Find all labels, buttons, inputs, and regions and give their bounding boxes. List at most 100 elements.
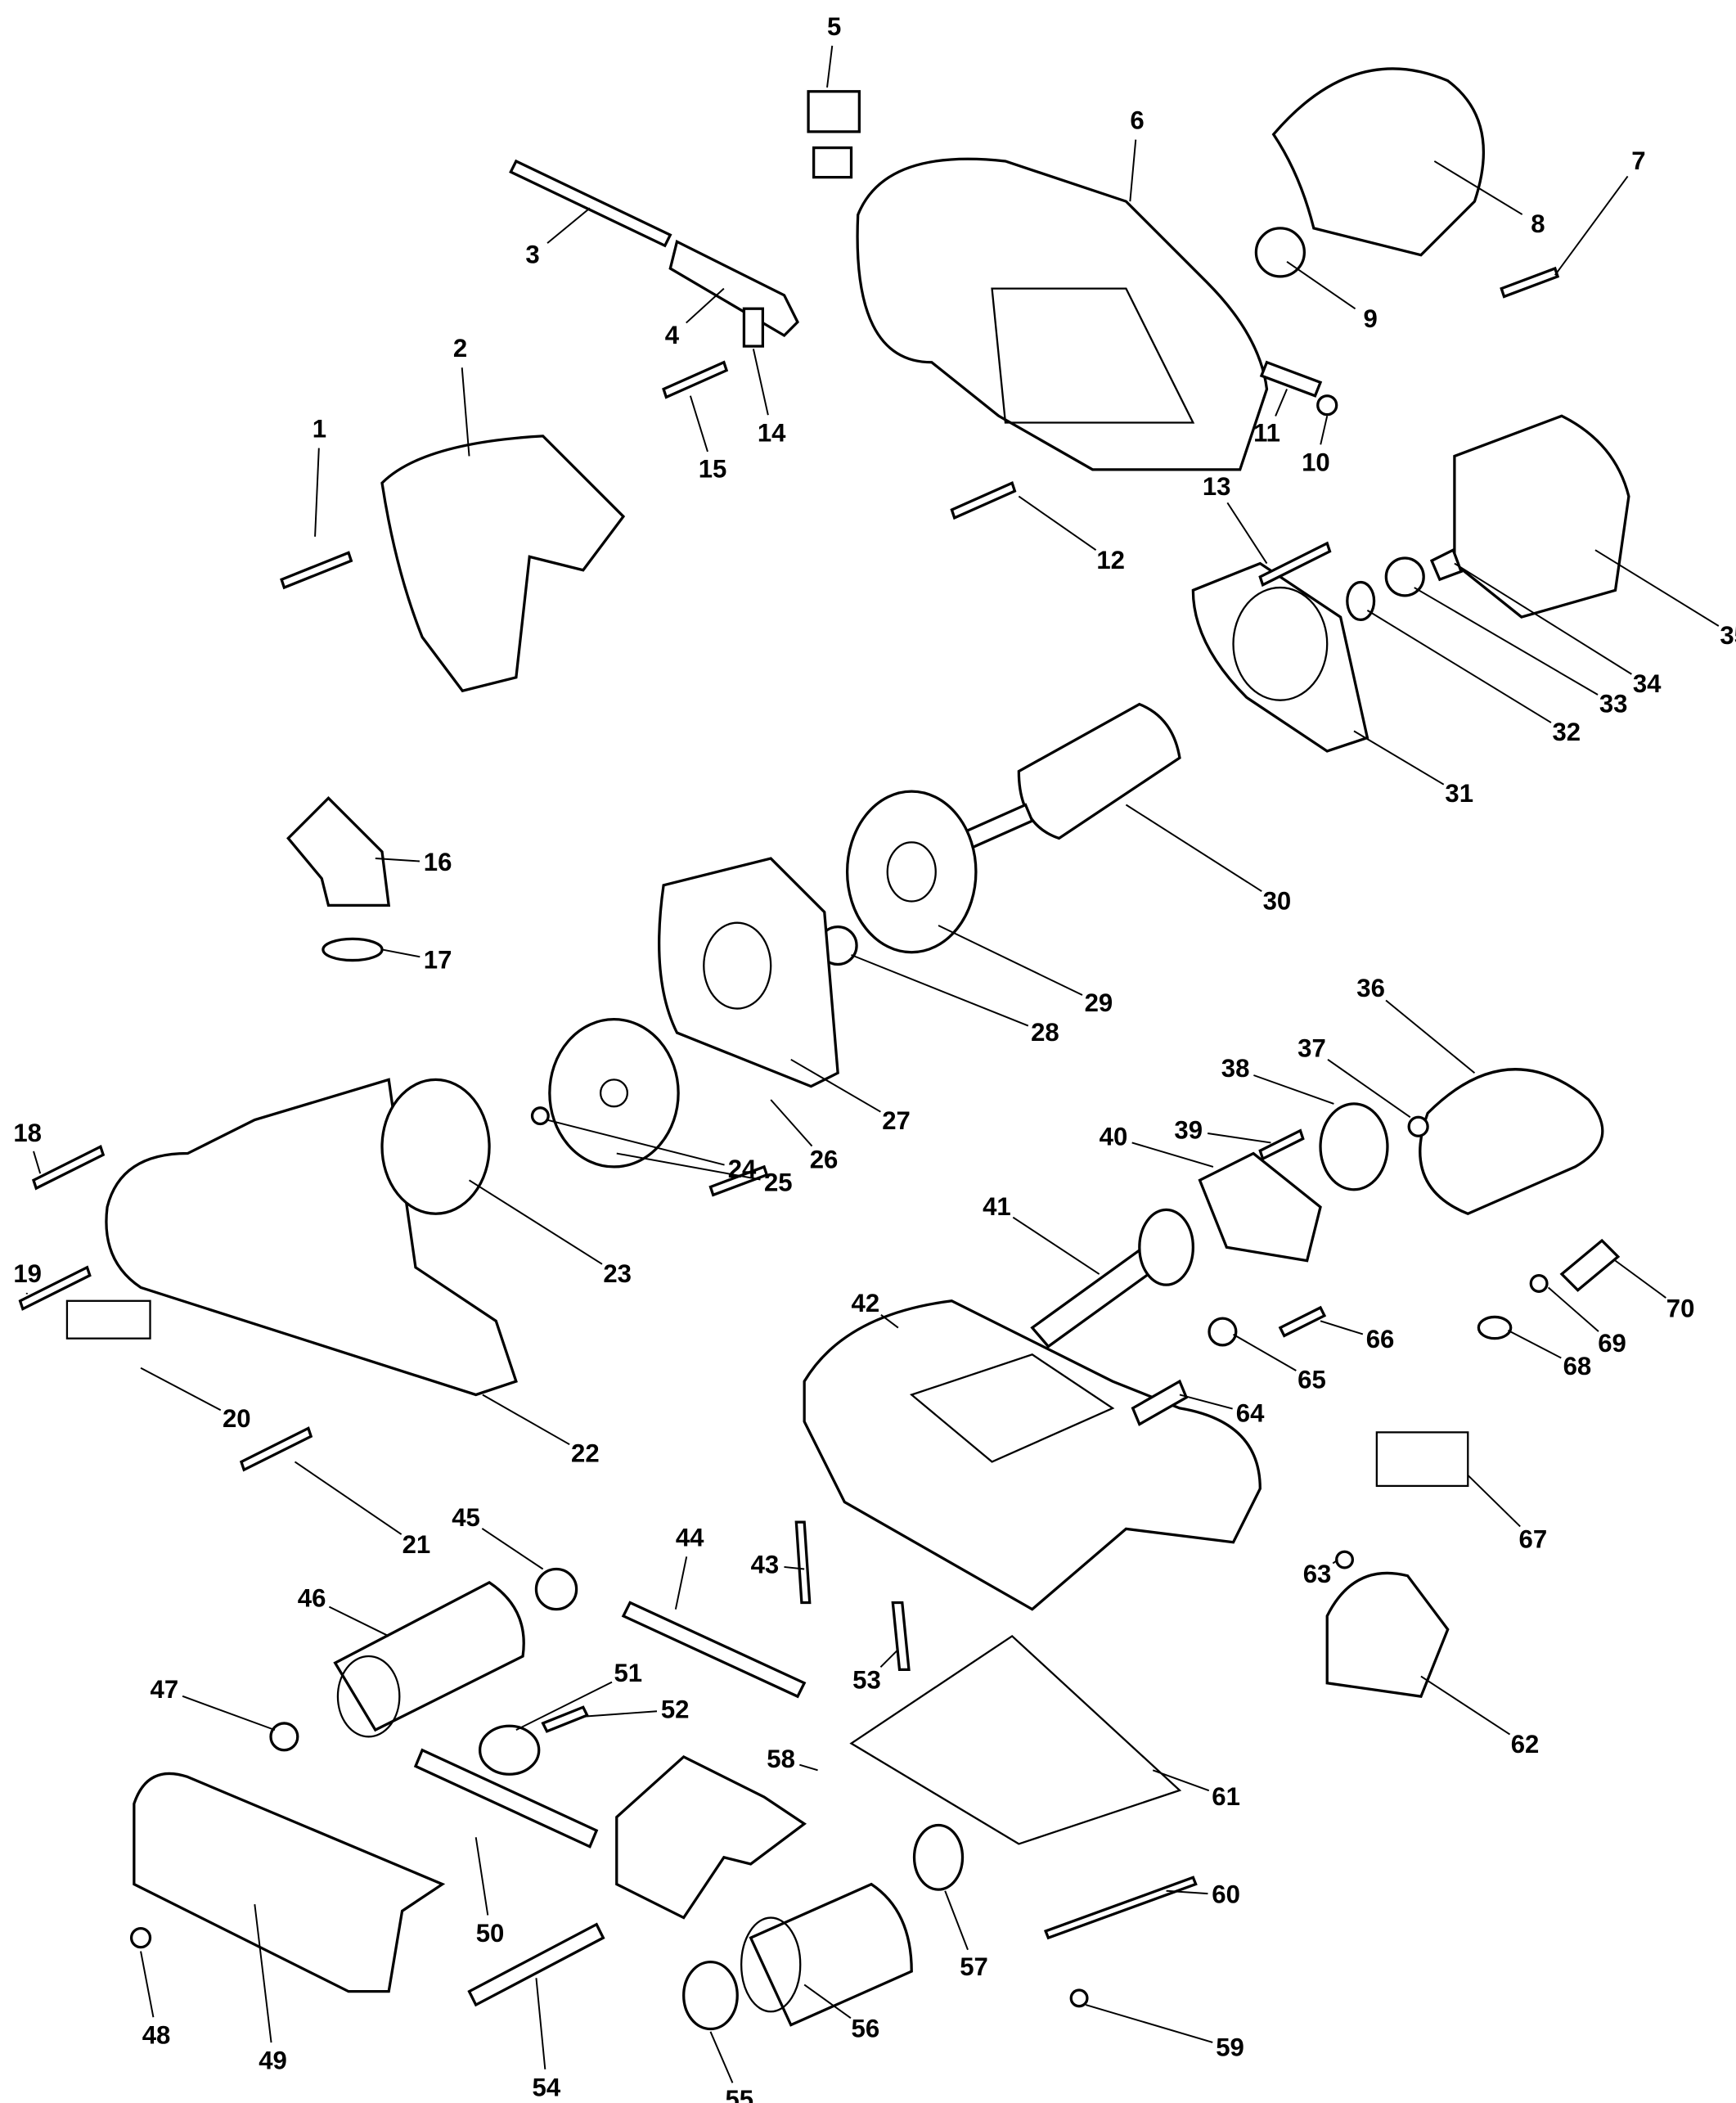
part-label-63: 63 [1303, 1560, 1332, 1588]
part-2-handle-cover [380, 435, 626, 693]
part-label-19: 19 [13, 1259, 42, 1288]
part-37-washer [1407, 1115, 1429, 1137]
part-31-baffle-hole [1232, 586, 1329, 701]
part-label-3: 3 [525, 240, 539, 268]
part-60-strip [1043, 1876, 1198, 1940]
part-label-25: 25 [764, 1168, 793, 1196]
part-label-4: 4 [665, 321, 680, 349]
leader-line-8 [1433, 160, 1523, 215]
part-6-motor-housing [856, 157, 1269, 471]
leader-line-52 [582, 1710, 658, 1718]
part-label-55: 55 [725, 2085, 753, 2103]
leader-line-25 [616, 1152, 761, 1181]
part-45-bearing [534, 1567, 578, 1611]
part-label-6: 6 [1130, 106, 1144, 135]
part-label-40: 40 [1100, 1123, 1128, 1151]
part-63-screw [1335, 1550, 1354, 1569]
part-30-armature [1017, 702, 1181, 840]
part-52-spring [541, 1705, 589, 1733]
leader-line-37 [1327, 1059, 1411, 1119]
part-label-64: 64 [1236, 1398, 1265, 1427]
part-54-pin [467, 1922, 605, 2007]
part-29-gear [845, 790, 978, 954]
part-label-20: 20 [223, 1404, 251, 1433]
part-label-70: 70 [1666, 1294, 1695, 1322]
part-label-51: 51 [614, 1659, 642, 1687]
leader-line-15 [689, 395, 708, 453]
leader-line-5 [826, 45, 834, 88]
leader-line-57 [944, 1890, 969, 1951]
part-53-pin [891, 1601, 911, 1672]
part-23-dust-ring [380, 1078, 491, 1215]
leader-line-33 [1414, 587, 1599, 696]
leader-line-28 [851, 954, 1029, 1027]
part-label-57: 57 [960, 1952, 988, 1981]
part-30-shaft [963, 803, 1034, 850]
leader-line-30 [1125, 804, 1262, 892]
part-67-label [1375, 1431, 1469, 1488]
leader-line-7 [1554, 175, 1629, 276]
part-47-nut [269, 1722, 299, 1752]
leader-line-32 [1366, 610, 1552, 723]
part-31-baffle [1191, 561, 1369, 753]
part-label-36: 36 [1356, 974, 1385, 1002]
part-label-49: 49 [259, 2047, 287, 2075]
part-14-clamp [742, 307, 765, 348]
leader-line-60 [1166, 1889, 1208, 1895]
part-label-18: 18 [13, 1119, 42, 1147]
part-label-45: 45 [452, 1503, 480, 1532]
leader-line-2 [461, 367, 470, 457]
part-35-field [1453, 414, 1630, 619]
part-22-side-housing [105, 1078, 518, 1397]
part-55-cap [682, 1960, 739, 2031]
leader-line-44 [674, 1556, 688, 1610]
part-40-gear-bracket [1198, 1151, 1322, 1263]
part-label-30: 30 [1263, 886, 1292, 915]
part-20-label [65, 1299, 151, 1340]
leader-line-11 [1275, 389, 1288, 417]
part-label-47: 47 [151, 1675, 179, 1704]
part-label-13: 13 [1203, 472, 1231, 501]
leader-line-54 [535, 1978, 546, 2069]
part-label-53: 53 [852, 1665, 881, 1694]
leader-line-69 [1547, 1286, 1599, 1332]
part-12-screw [950, 480, 1017, 520]
leader-line-50 [474, 1837, 489, 1916]
part-42-frame-window [909, 1353, 1115, 1463]
part-21-screw [239, 1426, 313, 1472]
part-label-10: 10 [1302, 448, 1330, 476]
part-label-56: 56 [852, 2014, 880, 2042]
leader-line-65 [1233, 1333, 1297, 1371]
leader-line-38 [1253, 1074, 1334, 1105]
part-58-roller-bracket [615, 1754, 807, 1920]
leader-line-70 [1614, 1259, 1666, 1299]
part-label-21: 21 [403, 1530, 431, 1559]
leader-line-67 [1467, 1475, 1521, 1528]
leader-line-48 [140, 1951, 155, 2018]
leader-line-22 [482, 1394, 570, 1446]
part-label-22: 22 [571, 1439, 600, 1467]
part-label-38: 38 [1221, 1054, 1250, 1083]
part-label-69: 69 [1598, 1329, 1626, 1358]
part-label-34: 34 [1633, 669, 1662, 698]
part-3-rod [509, 159, 672, 248]
part-56-rear-roller [749, 1882, 913, 2027]
part-48-screw [129, 1927, 152, 1949]
leader-line-53 [879, 1649, 899, 1668]
part-label-29: 29 [1085, 988, 1113, 1017]
leader-line-9 [1286, 261, 1356, 310]
part-65-bearing [1208, 1317, 1238, 1347]
part-66-screw [1278, 1305, 1327, 1338]
leader-line-68 [1507, 1329, 1562, 1359]
leader-line-36 [1385, 999, 1476, 1074]
leader-line-59 [1085, 2004, 1213, 2043]
part-68-spring [1477, 1315, 1513, 1340]
part-41-gear [1138, 1208, 1195, 1286]
part-label-9: 9 [1363, 304, 1377, 333]
part-62-dust-box [1325, 1571, 1450, 1698]
part-label-33: 33 [1599, 689, 1628, 718]
leader-line-61 [1152, 1769, 1210, 1792]
part-label-67: 67 [1519, 1524, 1548, 1553]
